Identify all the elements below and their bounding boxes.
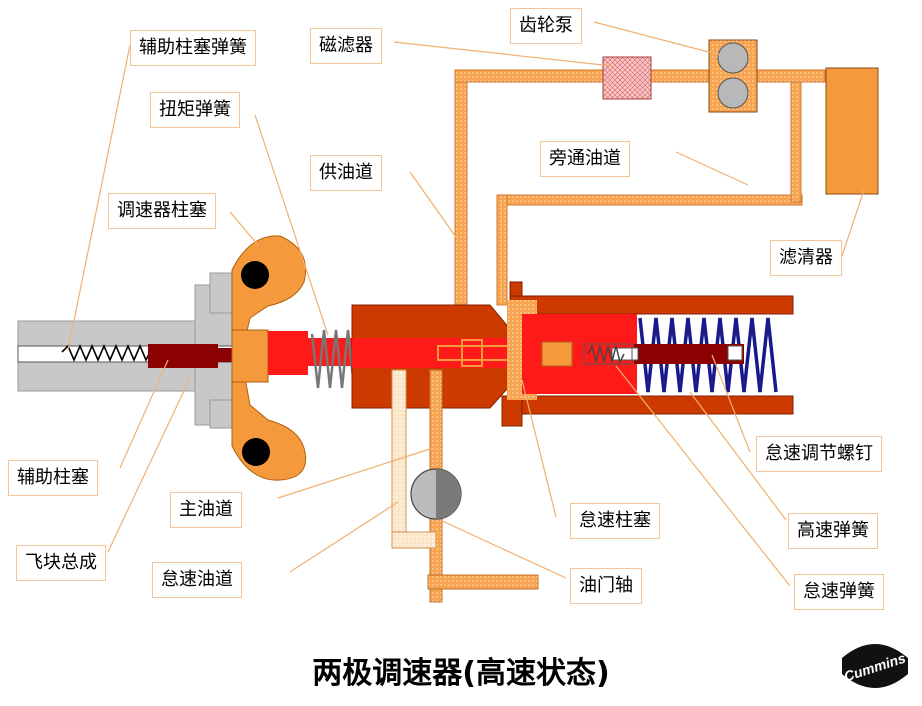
filter-body [825, 67, 879, 195]
label-aux-plunger-spring: 辅助柱塞弹簧 [130, 30, 256, 66]
label-aux-plunger: 辅助柱塞 [8, 460, 98, 496]
label-governor-plunger: 调速器柱塞 [108, 193, 216, 229]
label-filter: 滤清器 [770, 240, 842, 276]
label-bypass-passage: 旁通油道 [540, 141, 630, 177]
label-supply-passage: 供油道 [310, 155, 382, 191]
idle-housing [501, 281, 794, 427]
label-idle-adjust-screw: 怠速调节螺钉 [756, 436, 882, 472]
gear-pump-body [708, 39, 758, 113]
leader-lines [67, 21, 865, 587]
aux-spring [61, 343, 151, 363]
page-title: 两极调速器(高速状态) [312, 656, 610, 691]
label-idle-passage: 怠速油道 [152, 562, 242, 598]
label-magnetic-filter: 磁滤器 [310, 28, 382, 64]
label-flyweight-assembly: 飞块总成 [16, 545, 106, 581]
magnetic-filter-body [602, 56, 652, 100]
idle-plunger-body [634, 344, 744, 364]
label-throttle-shaft: 油门轴 [570, 568, 642, 604]
throttle-shaft-body [410, 468, 462, 520]
cummins-logo: Cummins [836, 632, 914, 698]
label-idle-spring: 怠速弹簧 [794, 574, 884, 610]
label-gear-pump: 齿轮泵 [510, 8, 582, 44]
torque-spring [310, 329, 356, 389]
label-torque-spring: 扭矩弹簧 [150, 92, 240, 128]
label-idle-plunger: 怠速柱塞 [570, 503, 660, 539]
label-main-passage: 主油道 [170, 492, 242, 528]
label-high-speed-spring: 高速弹簧 [788, 513, 878, 549]
idle-adjust-screw-body [727, 345, 743, 361]
idle-spring [587, 343, 625, 365]
